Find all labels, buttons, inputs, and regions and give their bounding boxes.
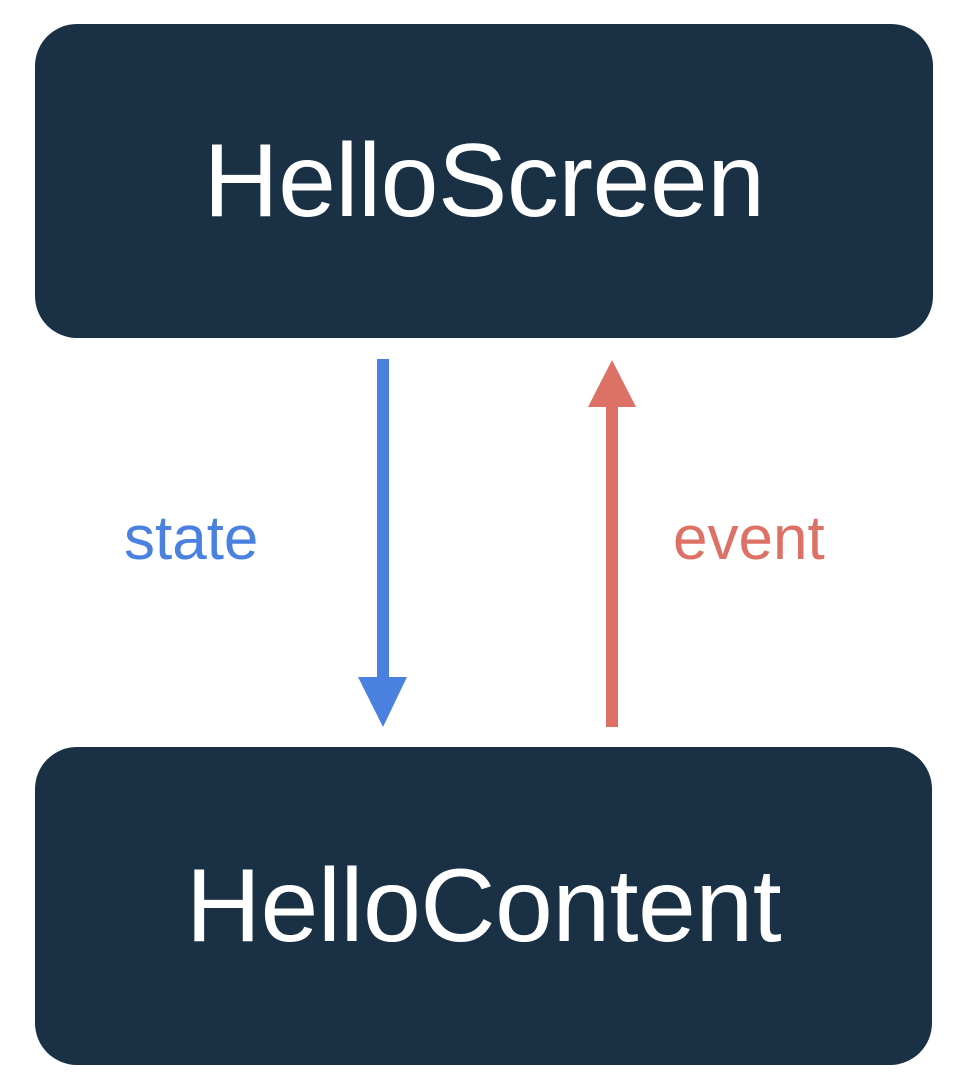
state-arrow-shaft — [377, 359, 389, 679]
state-arrow-head — [358, 677, 407, 727]
event-arrow-head — [588, 360, 636, 407]
event-arrow-shaft — [606, 403, 618, 727]
edge-label-state: state — [124, 504, 259, 573]
event-arrow-up — [588, 360, 636, 727]
edge-label-event: event — [673, 504, 825, 573]
state-arrow-down — [358, 359, 407, 727]
node-hello-screen-label: HelloScreen — [203, 123, 765, 239]
node-hello-content-label: HelloContent — [185, 848, 782, 964]
node-hello-content[interactable]: HelloContent — [35, 747, 932, 1065]
node-hello-screen[interactable]: HelloScreen — [35, 24, 933, 338]
